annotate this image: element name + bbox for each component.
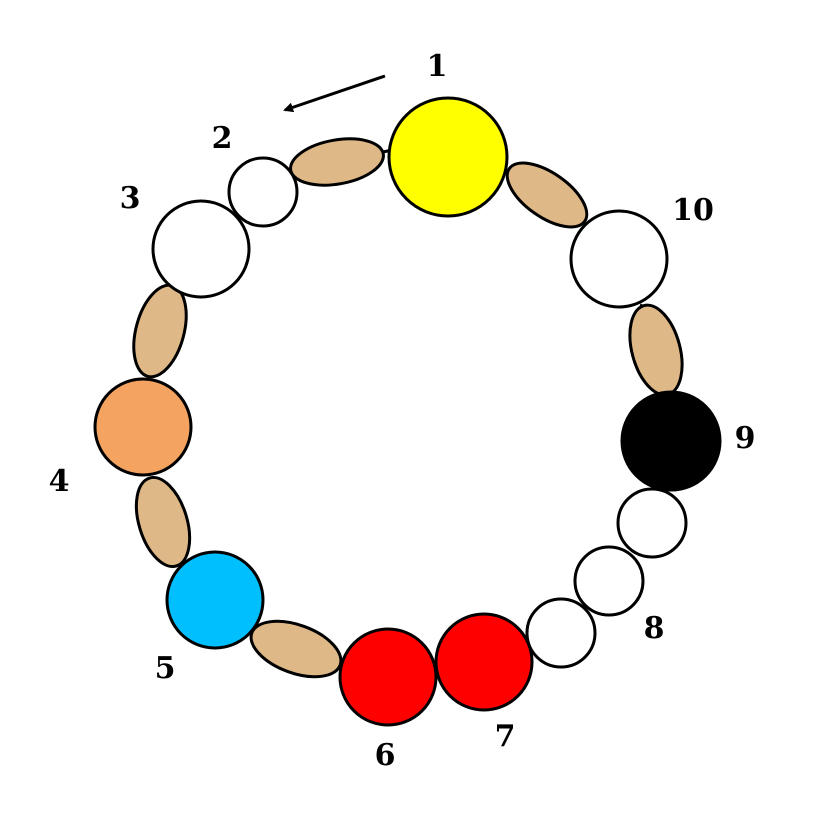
bead-3-white — [151, 199, 251, 299]
label-8: 8 — [644, 611, 665, 646]
direction-arrow-icon — [283, 74, 386, 113]
spacer-bead — [289, 137, 385, 187]
bead-5-blue — [165, 550, 265, 650]
bead-6-red — [338, 627, 438, 727]
label-3: 3 — [120, 181, 141, 216]
label-4: 4 — [49, 464, 70, 499]
spacer-bead — [134, 475, 192, 569]
bead-1-yellow — [387, 96, 509, 218]
bead-8-white — [525, 597, 597, 669]
bead-4-orange — [93, 377, 193, 477]
label-5: 5 — [155, 651, 176, 686]
label-1: 1 — [427, 49, 448, 84]
bead-8-white — [616, 487, 688, 559]
spacer-bead — [628, 303, 684, 397]
bead-8-white — [573, 545, 645, 617]
label-7: 7 — [495, 719, 516, 754]
spacer-bead — [505, 161, 589, 229]
bead-7-red — [434, 612, 534, 712]
label-2: 2 — [212, 121, 233, 156]
label-9: 9 — [735, 421, 756, 456]
label-6: 6 — [375, 738, 396, 773]
bead-9-black — [620, 390, 722, 492]
bead-10-white — [569, 209, 669, 309]
label-10: 10 — [672, 193, 714, 228]
bead-2-white — [227, 156, 299, 228]
